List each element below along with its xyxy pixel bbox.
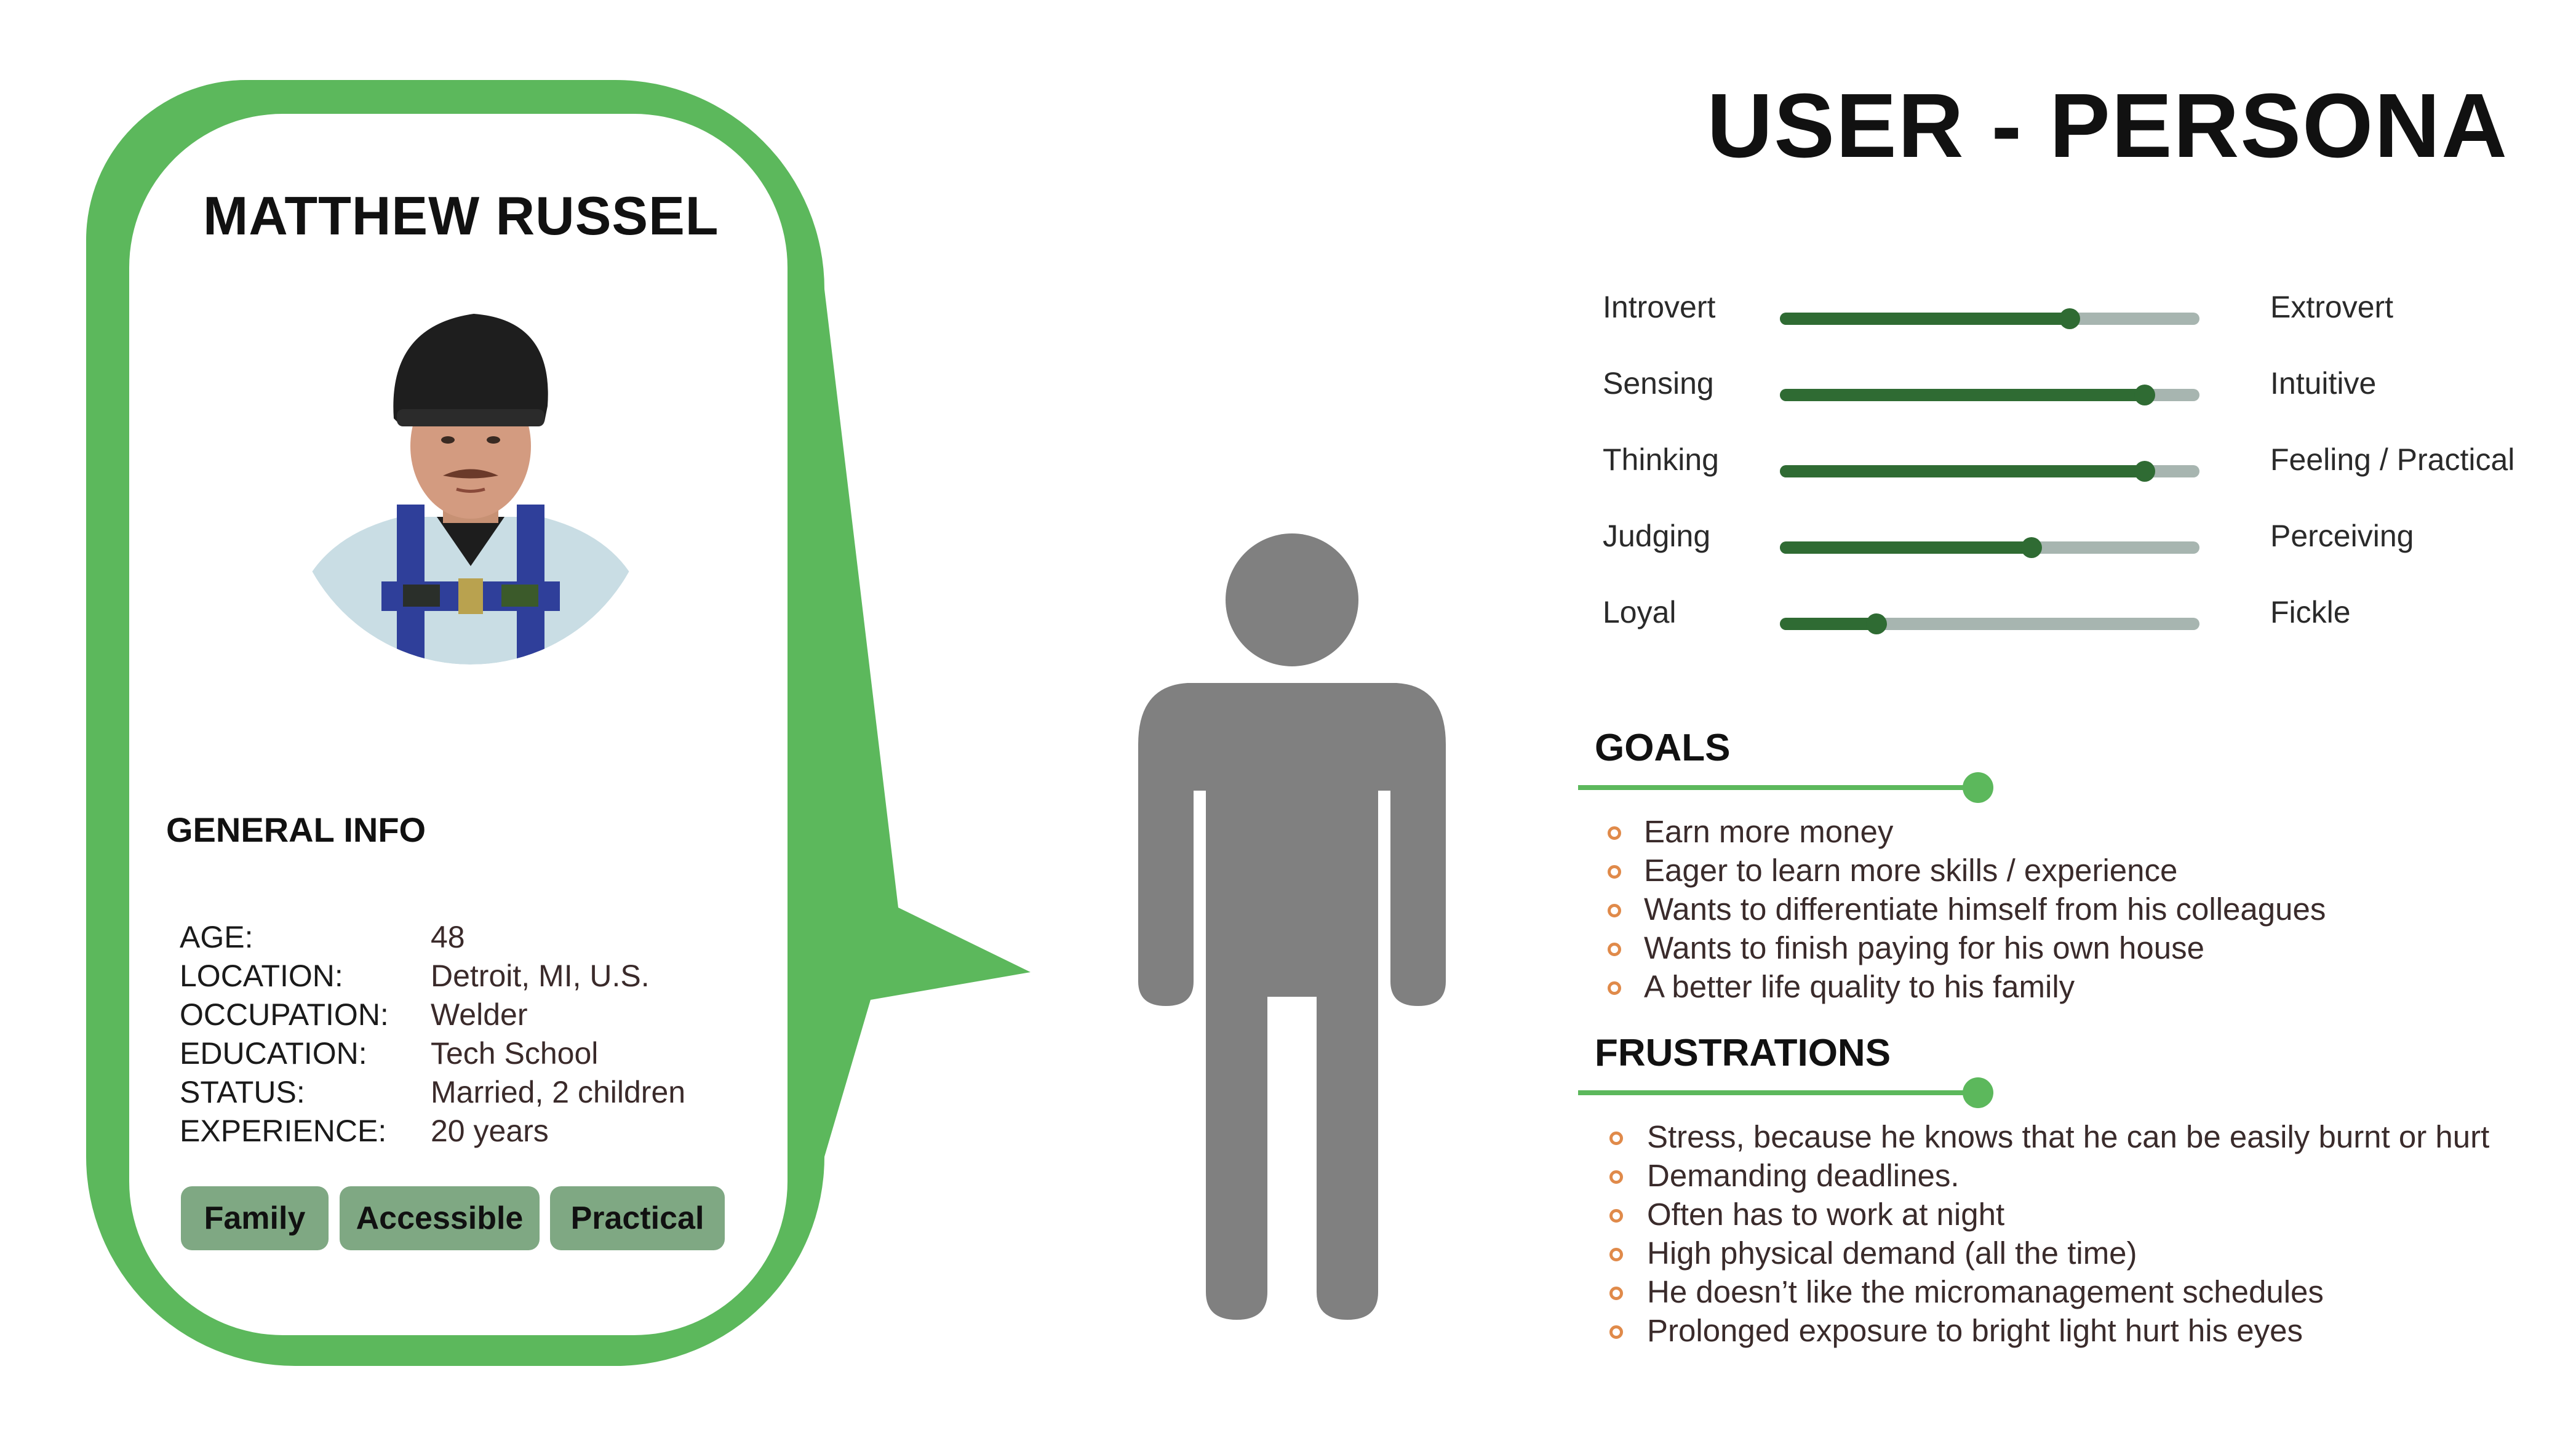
frustration-item: Prolonged exposure to bright light hurt … xyxy=(1647,1313,2303,1348)
info-value-education: Tech School xyxy=(431,1036,599,1071)
trait-slider-knob xyxy=(2134,461,2156,482)
trait-slider-fill xyxy=(1780,465,2145,477)
info-value-age: 48 xyxy=(431,920,465,954)
trait-right-label: Intuitive xyxy=(2270,366,2377,401)
goal-item: Eager to learn more skills / experience xyxy=(1644,853,2178,888)
trait-slider-fill xyxy=(1780,618,1876,630)
bullet-icon xyxy=(1608,904,1621,917)
bullet-icon xyxy=(1609,1132,1623,1145)
persona-name: MATTHEW RUSSEL xyxy=(203,185,719,246)
trait-slider xyxy=(1780,461,2199,482)
trait-slider-knob xyxy=(1865,613,1887,634)
frustration-item: Often has to work at night xyxy=(1647,1197,2005,1232)
general-info-heading: GENERAL INFO xyxy=(166,810,426,849)
frustration-item: High physical demand (all the time) xyxy=(1647,1235,2137,1271)
tag-accessible: Accessible xyxy=(340,1186,540,1250)
bullet-icon xyxy=(1608,826,1621,840)
bullet-icon xyxy=(1609,1170,1623,1184)
info-label-experience: EXPERIENCE: xyxy=(180,1114,387,1148)
trait-slider xyxy=(1780,537,2199,558)
trait-right-label: Fickle xyxy=(2270,595,2351,629)
bullet-icon xyxy=(1609,1248,1623,1261)
bullet-icon xyxy=(1609,1325,1623,1339)
info-value-status: Married, 2 children xyxy=(431,1075,686,1109)
persona-photo xyxy=(289,301,652,665)
trait-slider-fill xyxy=(1780,541,2032,554)
info-label-occupation: OCCUPATION: xyxy=(180,997,389,1032)
bullet-icon xyxy=(1608,943,1621,956)
frustrations-divider xyxy=(1578,1090,1978,1095)
bullet-icon xyxy=(1608,865,1621,879)
frustration-item: He doesn’t like the micromanagement sche… xyxy=(1647,1274,2324,1309)
trait-slider xyxy=(1780,308,2199,329)
goal-item: Wants to finish paying for his own house xyxy=(1644,930,2204,965)
info-label-age: AGE: xyxy=(180,920,253,954)
bullet-icon xyxy=(1608,981,1621,995)
frustrations-divider-dot xyxy=(1963,1077,1993,1108)
trait-left-label: Loyal xyxy=(1603,595,1677,629)
trait-slider-fill xyxy=(1780,389,2145,401)
info-value-location: Detroit, MI, U.S. xyxy=(431,959,650,993)
trait-left-label: Judging xyxy=(1603,519,1711,553)
person-figure-icon xyxy=(1138,533,1446,1320)
tag-practical: Practical xyxy=(550,1186,725,1250)
frustration-item: Demanding deadlines. xyxy=(1647,1158,1960,1193)
info-label-education: EDUCATION: xyxy=(180,1036,367,1071)
info-label-status: STATUS: xyxy=(180,1075,305,1109)
trait-slider-knob xyxy=(2059,308,2080,329)
tag-family: Family xyxy=(181,1186,329,1250)
goals-divider xyxy=(1578,785,1978,790)
trait-left-label: Introvert xyxy=(1603,290,1716,324)
trait-right-label: Feeling / Practical xyxy=(2270,442,2515,477)
info-value-experience: 20 years xyxy=(431,1114,549,1148)
goals-heading: GOALS xyxy=(1595,727,1731,769)
bullet-icon xyxy=(1609,1287,1623,1300)
trait-slider xyxy=(1780,613,2199,634)
bullet-icon xyxy=(1609,1209,1623,1223)
trait-slider xyxy=(1780,385,2199,405)
trait-slider-fill xyxy=(1780,313,2070,325)
trait-slider-knob xyxy=(2021,537,2043,558)
goal-item: A better life quality to his family xyxy=(1644,969,2075,1004)
trait-slider-knob xyxy=(2134,385,2156,405)
trait-left-label: Thinking xyxy=(1603,442,1719,477)
page-title: USER - PERSONA xyxy=(1707,75,2508,177)
frustration-item: Stress, because he knows that he can be … xyxy=(1647,1119,2490,1154)
trait-right-label: Extrovert xyxy=(2270,290,2394,324)
info-value-occupation: Welder xyxy=(431,997,528,1032)
trait-right-label: Perceiving xyxy=(2270,519,2414,553)
goals-divider-dot xyxy=(1963,772,1993,803)
goal-item: Wants to differentiate himself from his … xyxy=(1644,892,2326,927)
info-label-location: LOCATION: xyxy=(180,959,343,993)
frustrations-heading: FRUSTRATIONS xyxy=(1595,1032,1891,1074)
goal-item: Earn more money xyxy=(1644,814,1894,849)
trait-left-label: Sensing xyxy=(1603,366,1714,401)
